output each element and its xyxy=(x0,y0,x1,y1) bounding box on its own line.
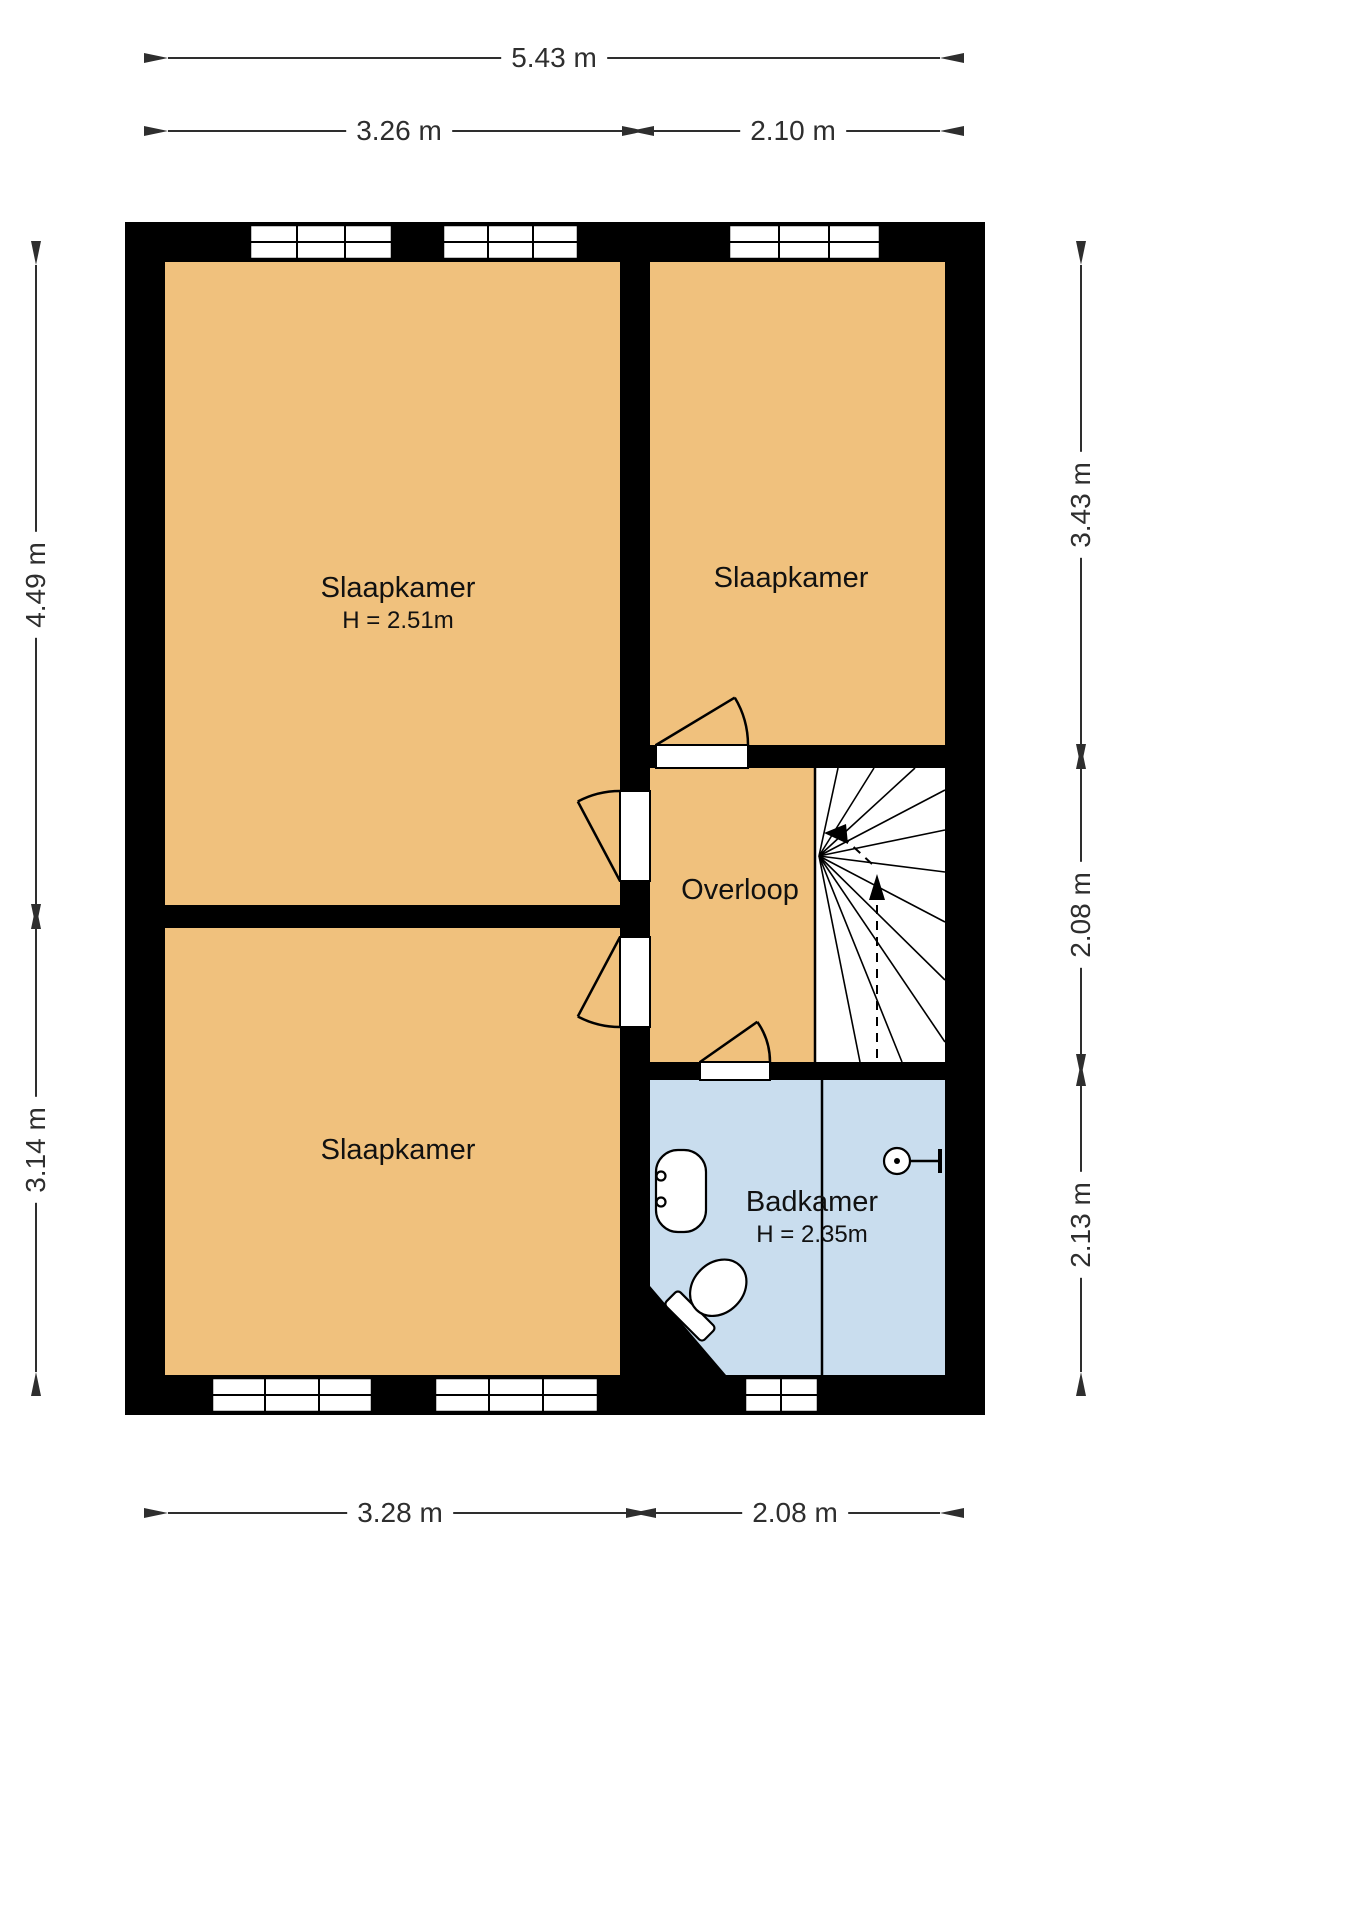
door-opening xyxy=(699,1061,771,1081)
door-leaf xyxy=(576,936,622,1018)
stair-tread xyxy=(818,855,903,1063)
door-bedroom-main xyxy=(576,789,651,882)
room-label-landing: Overloop xyxy=(681,872,799,908)
door-leaf xyxy=(699,1020,759,1064)
shower xyxy=(882,1146,942,1176)
bedroom-right-floor xyxy=(650,262,945,745)
room-name: Badkamer xyxy=(745,1185,879,1218)
room-name: Overloop xyxy=(681,873,799,906)
dim-label-right-upper: 3.43 m xyxy=(1064,452,1098,558)
sink xyxy=(654,1148,708,1234)
stair-tread xyxy=(818,855,946,873)
window-bottom-1 xyxy=(210,1376,374,1414)
dim-label-bottom-left: 3.28 m xyxy=(347,1496,453,1530)
door-swing-arc xyxy=(756,1021,772,1063)
door-swing-arc xyxy=(577,789,621,803)
door-opening xyxy=(619,790,651,882)
stair-tread xyxy=(818,855,946,981)
window-top-3 xyxy=(727,223,882,261)
dim-label-top-right: 2.10 m xyxy=(740,114,846,148)
dim-label-left-lower: 3.14 m xyxy=(19,1097,53,1203)
door-opening xyxy=(655,744,749,769)
door-swing-arc xyxy=(733,696,750,746)
staircase xyxy=(813,767,946,1063)
room-name: Slaapkamer xyxy=(713,561,869,594)
sink-tap xyxy=(655,1196,667,1208)
stair-tread xyxy=(818,855,946,923)
bathroom-fixtures xyxy=(650,1080,942,1375)
toilet xyxy=(664,1258,748,1342)
landing-floor xyxy=(650,768,815,1062)
shower-head-center xyxy=(894,1158,900,1164)
room-label-bedroom-right: Slaapkamer xyxy=(714,560,869,596)
dim-label-top-total: 5.43 m xyxy=(501,41,607,75)
bedroom-bottom-floor xyxy=(165,928,620,1375)
room-height: H = 2.51m xyxy=(342,607,454,635)
door-leaf xyxy=(655,696,736,747)
sink-tap xyxy=(655,1170,667,1182)
dim-label-bottom-right: 2.08 m xyxy=(742,1496,848,1530)
stair-tread xyxy=(818,767,916,857)
window-top-2 xyxy=(441,223,580,261)
stair-tread xyxy=(818,829,946,857)
dim-label-right-lower: 2.13 m xyxy=(1064,1172,1098,1278)
door-bedroom-bottom xyxy=(576,936,651,1029)
stair-tread xyxy=(818,855,861,1063)
window-bottom-2 xyxy=(433,1376,600,1414)
room-label-bedroom-main: Slaapkamer H = 2.51m xyxy=(321,570,476,636)
stair-tread xyxy=(818,767,875,857)
stair-up-arrow xyxy=(869,874,885,900)
window-bottom-3 xyxy=(743,1376,820,1414)
bedroom-main-floor xyxy=(165,262,620,905)
dim-label-right-middle: 2.08 m xyxy=(1064,862,1098,968)
stair-turn-arrow xyxy=(824,824,848,844)
dim-label-top-left: 3.26 m xyxy=(346,114,452,148)
room-label-bathroom: Badkamer H = 2.35m xyxy=(746,1184,878,1250)
dim-label-left-upper: 4.49 m xyxy=(19,532,53,638)
doors xyxy=(576,696,772,1081)
door-bedroom-right xyxy=(655,696,750,769)
door-bathroom xyxy=(699,1020,772,1081)
stair-tread xyxy=(818,789,946,857)
room-label-bedroom-bottom: Slaapkamer xyxy=(321,1132,476,1168)
room-height: H = 2.35m xyxy=(756,1221,868,1249)
door-swing-arc xyxy=(577,1015,621,1029)
room-floors xyxy=(165,262,945,1375)
toilet-bowl xyxy=(688,1258,748,1318)
room-name: Slaapkamer xyxy=(320,1133,476,1166)
windows xyxy=(210,223,882,1414)
window-top-1 xyxy=(248,223,394,261)
stair-tread xyxy=(818,767,839,857)
stair-walkline xyxy=(845,839,873,865)
stair-tread xyxy=(818,855,946,1043)
door-leaf xyxy=(576,800,622,882)
door-opening xyxy=(619,936,651,1028)
sink-basin xyxy=(654,1148,708,1234)
room-name: Slaapkamer xyxy=(320,571,476,604)
